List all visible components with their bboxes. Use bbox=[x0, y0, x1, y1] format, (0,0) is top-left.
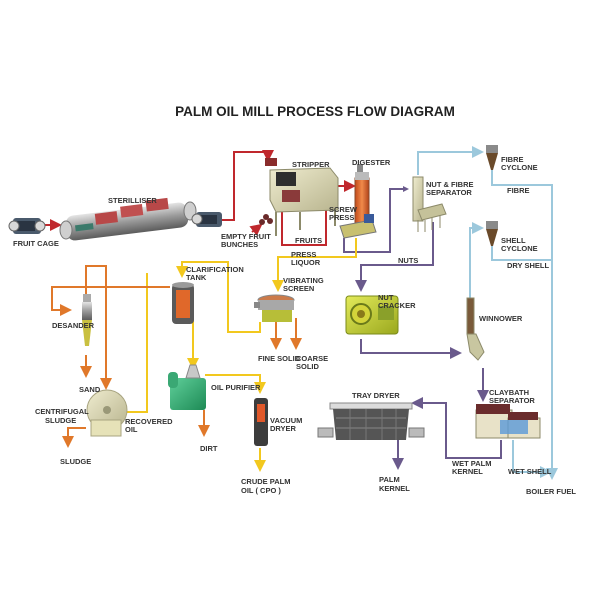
label-centrifugal-sludge-1: CENTRIFUGAL bbox=[35, 407, 89, 416]
diagram-title: PALM OIL MILL PROCESS FLOW DIAGRAM bbox=[175, 104, 455, 119]
steriliser-icon bbox=[59, 197, 197, 241]
label-clarification-tank-2: TANK bbox=[186, 273, 207, 282]
digester-icon bbox=[354, 164, 370, 225]
vibrating-screen-icon bbox=[254, 294, 295, 322]
label-nut-fibre-separator-2: SEPARATOR bbox=[426, 188, 472, 197]
label-centrifugal-sludge-2: SLUDGE bbox=[45, 416, 76, 425]
label-fruit-cage: FRUIT CAGE bbox=[13, 239, 59, 248]
label-claybath-separator-1: CLAYBATH bbox=[489, 388, 529, 397]
flow-separator-to-fibre-cyclone bbox=[417, 146, 484, 175]
label-wet-palm-kernel-2: KERNEL bbox=[452, 467, 483, 476]
label-press-liquor-2: LIQUOR bbox=[291, 258, 321, 267]
flow-centrifuge-to-sludge bbox=[62, 427, 86, 448]
label-fruits: FRUITS bbox=[295, 236, 322, 245]
label-winnower: WINNOWER bbox=[479, 314, 523, 323]
flow-press-cake-to-separator bbox=[343, 188, 405, 253]
label-vibrating-screen-1: VIBRATING bbox=[283, 276, 324, 285]
label-clarification-tank-1: CLARIFICATION bbox=[186, 265, 244, 274]
flow-desander-to-centrifuge bbox=[85, 265, 112, 390]
label-stripper: STRIPPER bbox=[292, 160, 330, 169]
label-wet-palm-kernel-1: WET PALM bbox=[452, 459, 491, 468]
nut-cracker-icon bbox=[345, 295, 399, 335]
arrowhead bbox=[403, 186, 409, 192]
flow-cracker-to-winnower bbox=[360, 339, 462, 359]
flow-fibre-to-boiler-fuel bbox=[491, 170, 558, 480]
label-tray-dryer: TRAY DRYER bbox=[352, 391, 400, 400]
label-vibrating-screen-2: SCREEN bbox=[283, 284, 314, 293]
flow-cage-to-stripper bbox=[222, 150, 274, 221]
label-shell-cyclone-1: SHELL bbox=[501, 236, 526, 245]
desander-icon bbox=[82, 294, 92, 346]
flow-tank-to-desander bbox=[51, 286, 170, 316]
centrifugal-sludge-icon bbox=[86, 389, 128, 437]
label-empty-fruit-bunches-1: EMPTY FRUIT bbox=[221, 232, 271, 241]
label-recovered-oil-2: OIL bbox=[125, 425, 138, 434]
label-screw-press-2: PRESS bbox=[329, 213, 354, 222]
label-recovered-oil-1: RECOVERED bbox=[125, 417, 173, 426]
claybath-separator-icon bbox=[475, 404, 541, 439]
label-crude-palm-oil-1: CRUDE PALM bbox=[241, 477, 290, 486]
flow-purifier-to-vacuum-dryer bbox=[205, 374, 266, 394]
flow-wet-shell bbox=[512, 440, 552, 478]
label-boiler-fuel: BOILER FUEL bbox=[526, 487, 576, 496]
flow-winnower-to-shell-cyclone bbox=[469, 222, 484, 298]
label-palm-kernel-2: KERNEL bbox=[379, 484, 410, 493]
oil-purifier-icon bbox=[168, 364, 206, 410]
label-screw-press-1: SCREW bbox=[329, 205, 358, 214]
fibre-cyclone-icon bbox=[486, 145, 498, 170]
label-coarse-solid-1: COARSE bbox=[296, 354, 328, 363]
flow-screen-to-clarification-tank bbox=[176, 261, 261, 333]
fruit-cage-icon bbox=[8, 218, 46, 234]
shell-cyclone-icon bbox=[486, 221, 498, 246]
vacuum-dryer-icon bbox=[254, 398, 268, 446]
winnower-icon bbox=[466, 297, 485, 361]
label-dry-shell: DRY SHELL bbox=[507, 261, 550, 270]
label-palm-kernel-1: PALM bbox=[379, 475, 400, 484]
label-sand: SAND bbox=[79, 385, 101, 394]
screw-press-icon bbox=[339, 214, 377, 239]
label-nuts: NUTS bbox=[398, 256, 418, 265]
stripper-icon bbox=[259, 158, 339, 236]
label-empty-fruit-bunches-2: BUNCHES bbox=[221, 240, 258, 249]
label-digester: DIGESTER bbox=[352, 158, 391, 167]
label-wet-shell: WET SHELL bbox=[508, 467, 552, 476]
flow-recovered-oil bbox=[122, 273, 148, 413]
flow-press-liquor-to-vibrating-screen bbox=[272, 238, 357, 292]
clarification-tank-icon bbox=[172, 282, 194, 324]
label-claybath-separator-2: SEPARATOR bbox=[489, 396, 535, 405]
label-nut-fibre-separator-1: NUT & FIBRE bbox=[426, 180, 474, 189]
nut-fibre-separator-icon bbox=[412, 176, 447, 232]
label-desander: DESANDER bbox=[52, 321, 95, 330]
label-coarse-solid-2: SOLID bbox=[296, 362, 320, 371]
label-nut-cracker-2: CRACKER bbox=[378, 301, 416, 310]
label-fibre-cyclone-1: FIBRE bbox=[501, 155, 524, 164]
tray-dryer-icon bbox=[317, 402, 425, 440]
label-sludge: SLUDGE bbox=[60, 457, 91, 466]
flow-wet-kernel-to-tray-dryer bbox=[411, 397, 502, 459]
flow-nuts-to-cracker bbox=[355, 222, 434, 292]
flow-dry-shell bbox=[491, 245, 552, 261]
label-vacuum-dryer-1: VACUUM bbox=[270, 416, 302, 425]
label-oil-purifier: OIL PURIFIER bbox=[211, 383, 261, 392]
label-steriliser: STERILLISER bbox=[108, 196, 157, 205]
label-crude-palm-oil-2: OIL ( CPO ) bbox=[241, 486, 281, 495]
fruit-cage-icon bbox=[191, 212, 222, 227]
label-fine-solid: FINE SOLID bbox=[258, 354, 301, 363]
label-shell-cyclone-2: CYCLONE bbox=[501, 244, 538, 253]
label-vacuum-dryer-2: DRYER bbox=[270, 424, 297, 433]
label-dirt: DIRT bbox=[200, 444, 218, 453]
label-nut-cracker-1: NUT bbox=[378, 293, 394, 302]
label-fibre: FIBRE bbox=[507, 186, 530, 195]
label-press-liquor-1: PRESS bbox=[291, 250, 316, 259]
label-fibre-cyclone-2: CYCLONE bbox=[501, 163, 538, 172]
flow-empty-fruit-bunches bbox=[249, 223, 263, 236]
